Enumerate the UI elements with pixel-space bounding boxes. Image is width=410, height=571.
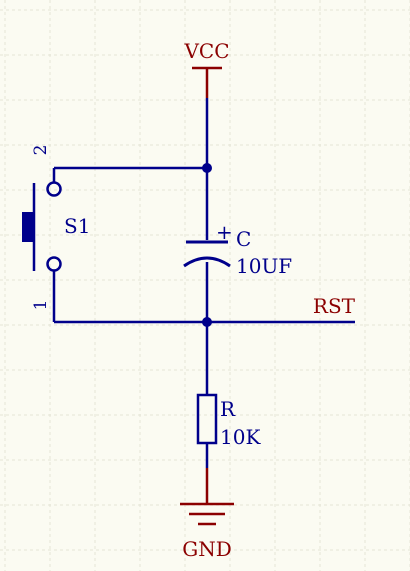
- resistor-r: R 10K: [196, 393, 261, 449]
- vcc-power-symbol: VCC: [183, 39, 230, 98]
- gnd-label: GND: [182, 537, 232, 561]
- switch-pin-2-label: 2: [31, 145, 51, 156]
- capacitor-c: + C 10UF: [183, 220, 292, 278]
- capacitor-plate-negative: [183, 256, 231, 268]
- switch-contact-top: [46, 181, 62, 197]
- rst-net-label: RST: [313, 294, 356, 318]
- vcc-label: VCC: [183, 39, 229, 63]
- junction-top: [202, 163, 212, 173]
- capacitor-value-label: 10UF: [236, 254, 292, 278]
- rst-wire: [52, 271, 355, 324]
- resistor-ref-label: R: [220, 397, 236, 421]
- switch-top-wire: [52, 166, 207, 182]
- gnd-power-symbol: GND: [180, 468, 234, 561]
- capacitor-polarity-mark: +: [216, 220, 233, 244]
- switch-pin-1-label: 1: [31, 300, 51, 311]
- junction-rst: [202, 317, 212, 327]
- switch-button: [22, 212, 34, 242]
- switch-s1: S1 2 1: [22, 145, 90, 311]
- resistor-body: [196, 393, 218, 445]
- switch-ref-label: S1: [64, 214, 90, 238]
- switch-contact-bottom: [46, 256, 62, 272]
- capacitor-ref-label: C: [236, 227, 251, 251]
- resistor-value-label: 10K: [220, 425, 261, 449]
